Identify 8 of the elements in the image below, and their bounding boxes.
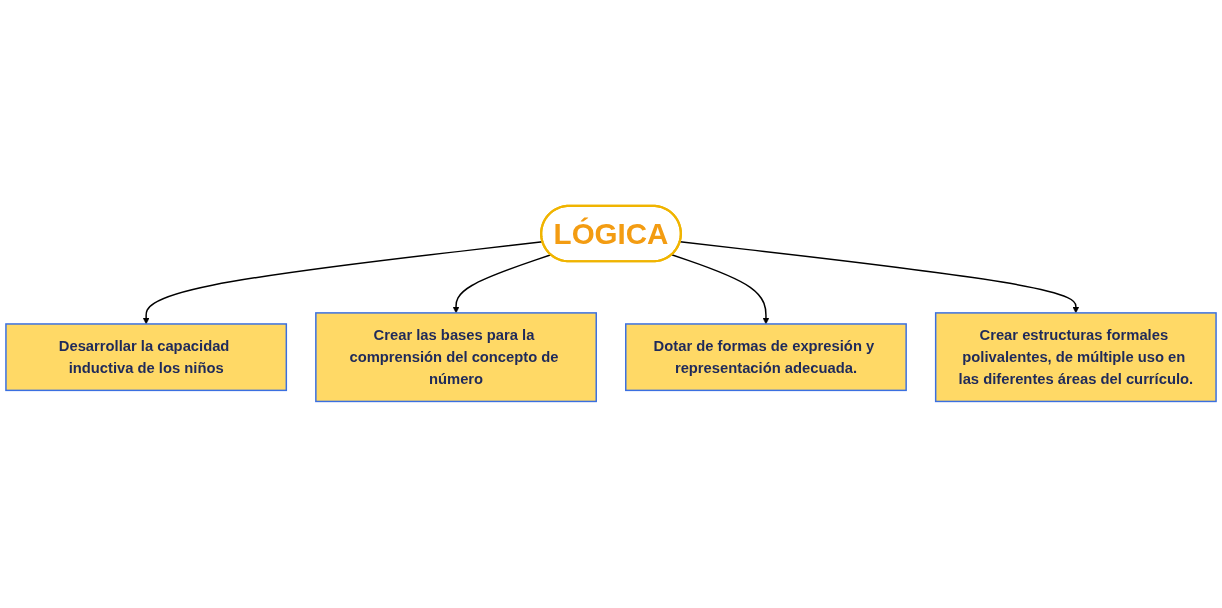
node-box: Crear estructuras formales polivalentes, de múltiple uso en las diferentes áreas del currículo. [934,312,1217,403]
node-box: Dotar de formas de expresión y representación adecuada. [625,323,907,392]
arrow [679,241,1080,314]
arrow [142,241,544,325]
arrow [452,254,552,314]
node-box: Desarrollar la capacidad inductiva de los niños [5,323,288,392]
node-box: Crear las bases para la comprensión del concepto de número [315,312,597,403]
arrow [671,254,770,325]
